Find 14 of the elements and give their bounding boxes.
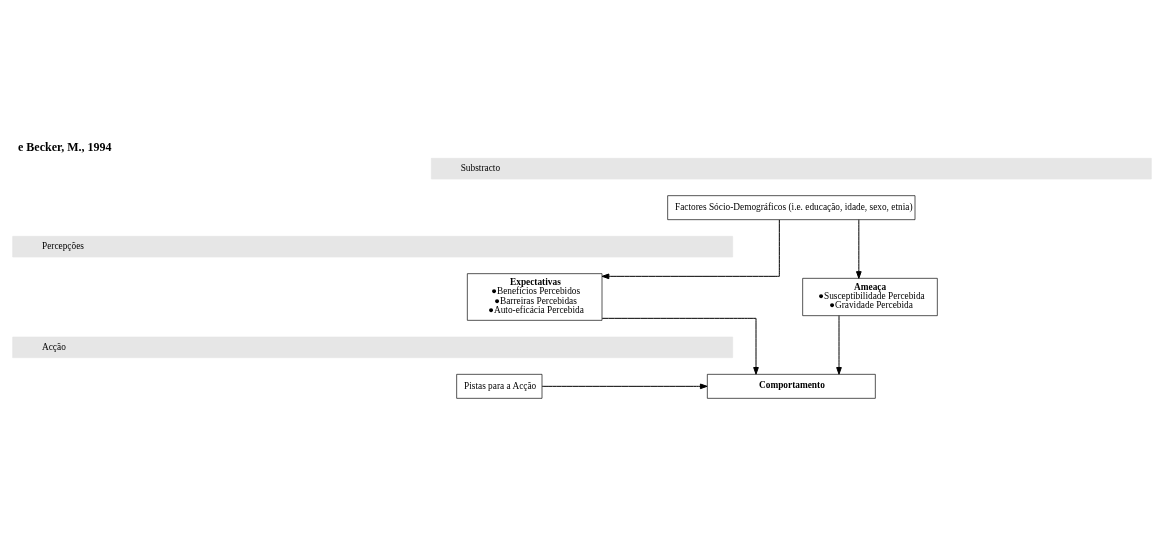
arrow (601, 219, 780, 280)
node-box: Ameaça ●Susceptibilidade Percebida ●Gravidade Percebida (802, 278, 938, 316)
arrow (856, 219, 862, 279)
node-box: Expectativas ●Benefícios Percebidos ●Barreiras Percebidas ●Auto-eficácia Percebida (467, 273, 603, 321)
arrow (601, 317, 759, 375)
arrow (541, 383, 708, 390)
node-box: Substracto (431, 158, 1152, 180)
node-box: Acção (12, 336, 733, 358)
diagram-title: e Becker, M., 1994 (18, 140, 112, 155)
node-box: Factores Sócio-Demográficos (i.e. educação, idade, sexo, etnia) (667, 195, 916, 220)
node-box: Comportamento (707, 374, 876, 399)
node-box: Pistas para a Acção (456, 374, 543, 399)
arrow (836, 315, 842, 375)
node-box: Percepções (12, 236, 733, 258)
